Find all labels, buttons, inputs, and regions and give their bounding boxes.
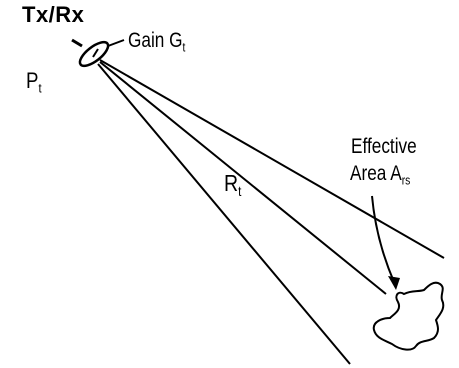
range-subscript: t: [238, 183, 242, 199]
area-pointer-arrow: [371, 195, 395, 283]
transmit-power-subscript: t: [38, 80, 42, 96]
gain-label-subscript: t: [182, 40, 186, 55]
gain-label-text: Gain G: [128, 29, 183, 52]
beam-upper-edge: [99, 59, 445, 259]
antenna-mount: [71, 38, 83, 48]
range-symbol: R: [224, 170, 239, 196]
area-pointer-arrowhead: [388, 276, 400, 290]
effective-area-prefix: Area A: [350, 162, 402, 185]
effective-area-subscript: rs: [401, 173, 411, 188]
beam-lower-edge: [97, 63, 351, 365]
transmit-power-label: Pt: [26, 70, 42, 95]
beam-range-line: [99, 61, 387, 295]
transmit-power-symbol: P: [26, 68, 39, 93]
effective-area-label-line2: Area Ars: [350, 163, 410, 187]
gain-pointer: [107, 39, 125, 47]
effective-area-label-line1: Effective: [351, 135, 417, 158]
target-blob: [372, 281, 445, 351]
range-label: Rt: [224, 172, 241, 199]
antenna-feed: [92, 48, 99, 58]
gain-label: Gain Gt: [128, 30, 185, 54]
diagram-title: Tx/Rx: [22, 2, 85, 27]
